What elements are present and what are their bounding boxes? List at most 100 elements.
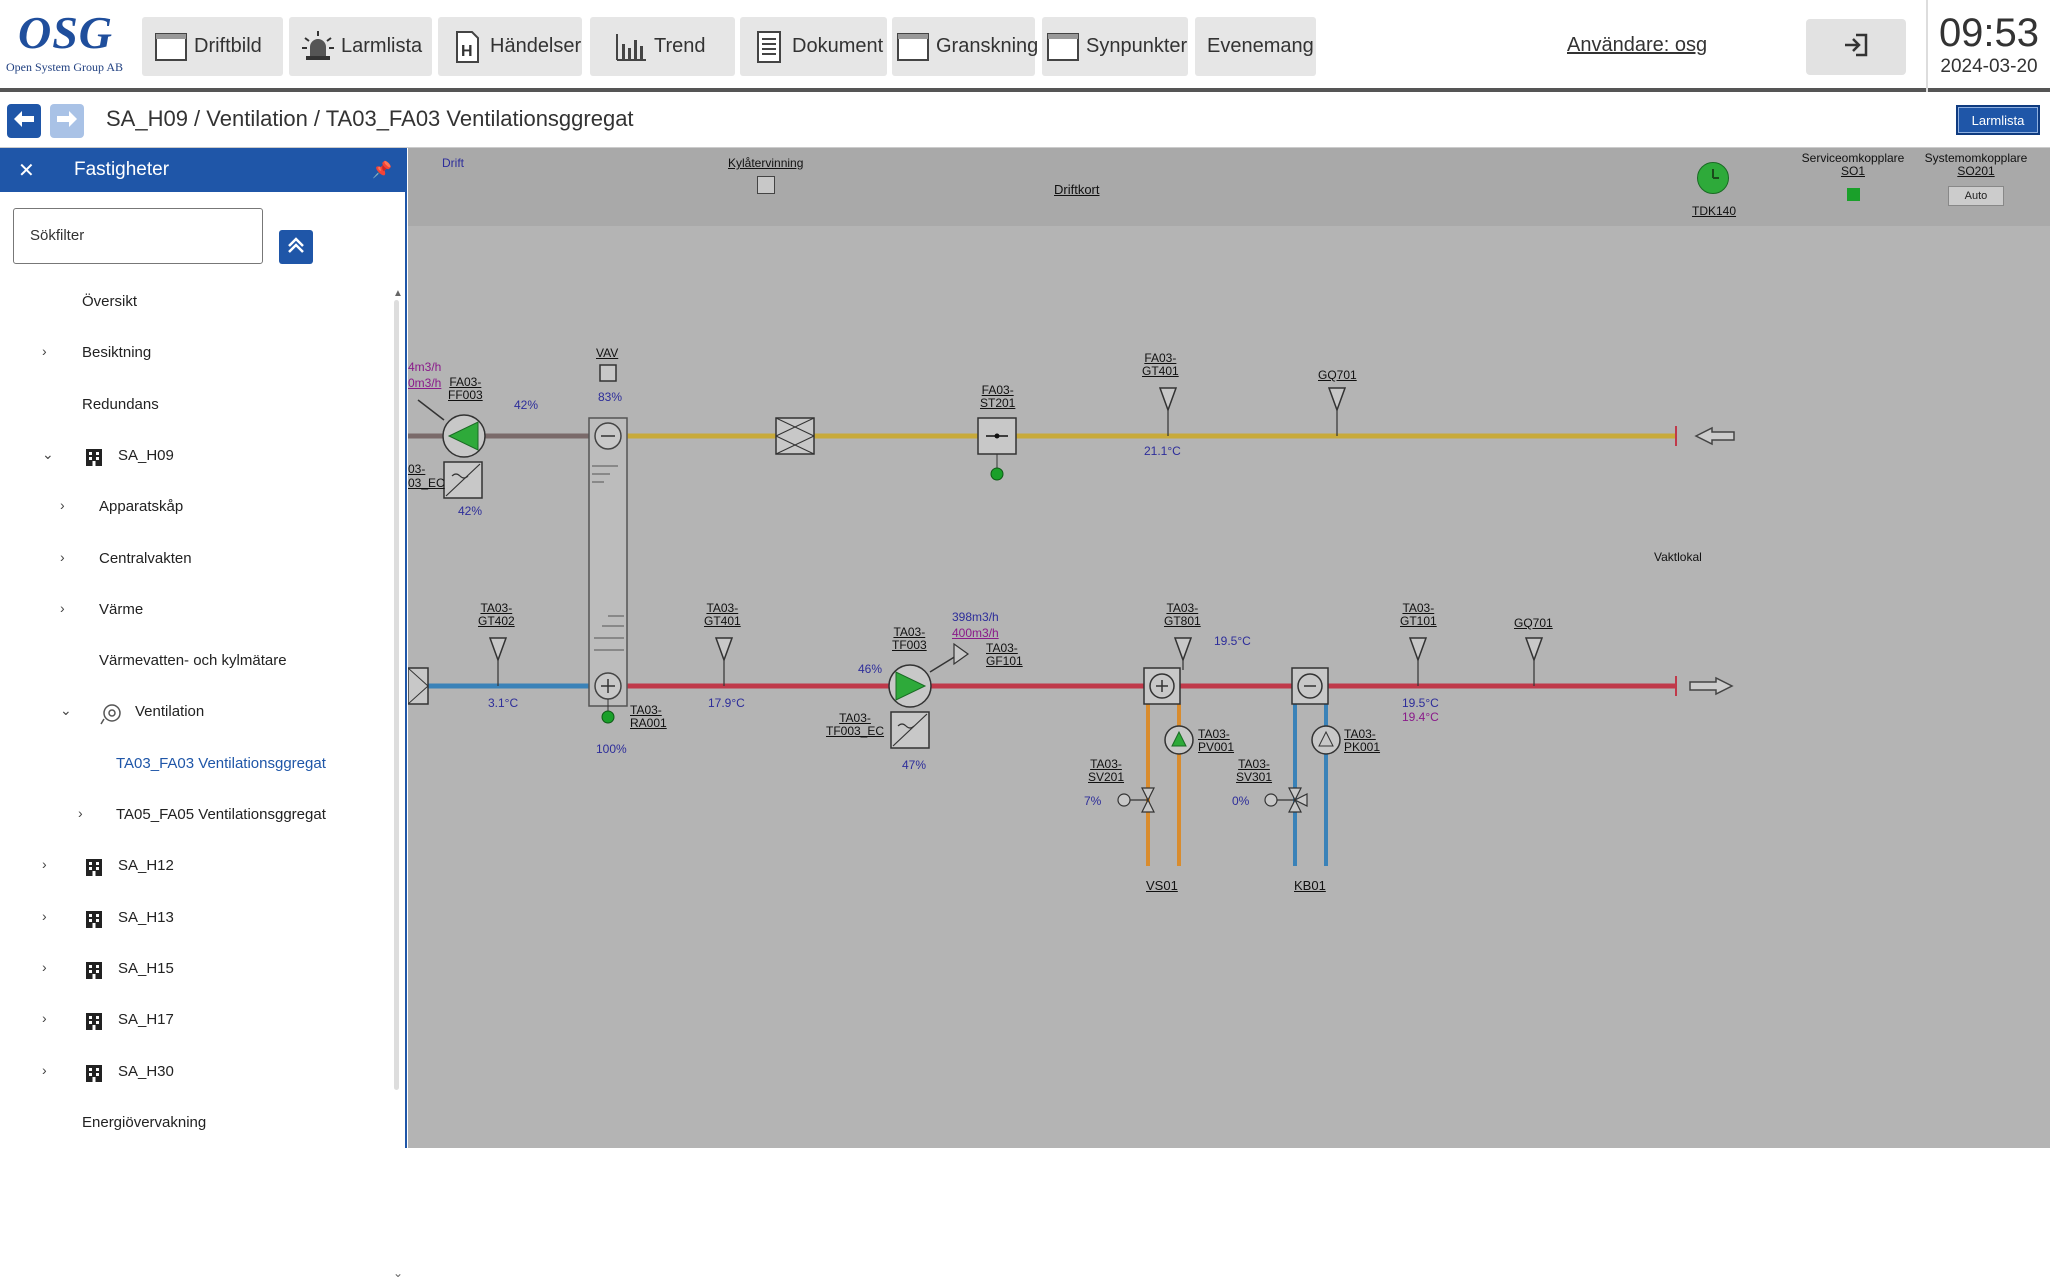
top-toolbar: OSG Open System Group AB Driftbild Larml…	[0, 0, 2050, 92]
chevron-right-icon[interactable]: ›	[42, 1061, 47, 1078]
diagram-header-strip	[408, 148, 2050, 226]
double-chevron-up-icon	[285, 234, 307, 261]
osg-logo[interactable]: OSG Open System Group AB	[6, 8, 141, 78]
search-input[interactable]: Sökfilter	[13, 208, 263, 264]
scrollbar-track[interactable]	[394, 300, 399, 1090]
sidebar-item[interactable]: ›Besiktning	[0, 333, 390, 373]
nav-granskning-button[interactable]: Granskning	[892, 17, 1038, 76]
sidebar-item[interactable]: ›Centralvakten	[0, 539, 390, 579]
nav-handelser-button[interactable]: H Händelser	[438, 17, 582, 76]
ff003-flow-setpoint[interactable]: 0m3/h	[408, 376, 442, 390]
vs01-label[interactable]: VS01	[1146, 878, 1178, 893]
gt101-label[interactable]: TA03- GT101	[1400, 601, 1437, 628]
sidebar-item[interactable]: ›Värme	[0, 590, 390, 630]
gt801-label[interactable]: TA03- GT801	[1164, 601, 1201, 628]
sidebar-item[interactable]: › SA_H17	[0, 1000, 390, 1040]
chevron-down-icon[interactable]: ⌄	[42, 445, 54, 462]
back-button[interactable]	[7, 104, 41, 138]
chevron-right-icon[interactable]: ›	[42, 1010, 47, 1027]
nav-synpunkter-button[interactable]: Synpunkter	[1042, 17, 1188, 76]
sidebar-item[interactable]: ›SA_H15	[0, 949, 390, 989]
gq701-bot-label[interactable]: GQ701	[1514, 616, 1553, 630]
sidebar-item[interactable]: ›SA_H13	[0, 898, 390, 938]
building-icon	[84, 447, 104, 471]
driftkort-link[interactable]: Driftkort	[1054, 182, 1100, 197]
sidebar-item[interactable]: Redundans	[0, 385, 390, 425]
service-switch-tag[interactable]: SO1	[1840, 164, 1865, 178]
pk001-label[interactable]: TA03- PK001	[1344, 727, 1381, 754]
user-link[interactable]: Användare: osg	[1567, 34, 1708, 56]
ff003-ec-label[interactable]: 03- 03_EC	[408, 462, 445, 490]
gt401-fa-label[interactable]: FA03- GT401	[1142, 351, 1179, 378]
nav-label: Larmlista	[341, 35, 423, 57]
logout-button[interactable]	[1806, 19, 1906, 75]
tdk-label[interactable]: TDK140	[1692, 204, 1737, 218]
sv301-label[interactable]: TA03- SV301	[1236, 757, 1273, 784]
sidebar-item-label: SA_H09	[118, 446, 174, 464]
fan-icon	[100, 703, 122, 729]
st201-label[interactable]: FA03- ST201	[980, 383, 1016, 410]
kb01-label[interactable]: KB01	[1294, 878, 1326, 893]
sidebar-scrollbar[interactable]: ▲ ⌄	[393, 288, 403, 1280]
clock-schedule-icon[interactable]	[1697, 162, 1729, 194]
event-log-icon: H	[450, 30, 484, 64]
sidebar-item[interactable]: ›TA05_FA05 Ventilationsggregat	[0, 795, 390, 835]
sidebar-item[interactable]: Översikt	[0, 282, 390, 322]
nav-label: Trend	[654, 35, 706, 57]
nav-larmlista-button[interactable]: Larmlista	[289, 17, 432, 76]
chevron-right-icon[interactable]: ›	[42, 907, 47, 924]
ventilation-diagram: Drift Kylåtervinning Driftkort TDK140 Se…	[408, 148, 2050, 1148]
sidebar-item[interactable]: ⌄Ventilation	[0, 692, 390, 732]
system-mode-box[interactable]: Auto	[1948, 186, 2004, 206]
chevron-down-icon[interactable]: ⌄	[60, 702, 72, 719]
larmlista-button[interactable]: Larmlista	[1956, 105, 2040, 135]
sidebar-item[interactable]: Värmevatten- och kylmätare	[0, 641, 390, 681]
chevron-right-icon[interactable]: ›	[42, 958, 47, 975]
tf003-flow-setpoint[interactable]: 400m3/h	[952, 626, 999, 640]
vav-label[interactable]: VAV	[596, 346, 619, 360]
tf003-ec-label[interactable]: TA03- TF003_EC	[826, 711, 885, 738]
sidebar-item[interactable]: TA03_FA03 Ventilationsggregat	[0, 744, 390, 784]
ra001-label[interactable]: TA03- RA001	[630, 703, 667, 730]
chevron-right-icon[interactable]: ›	[42, 343, 47, 360]
gt402-label[interactable]: TA03- GT402	[478, 601, 515, 628]
chevron-right-icon[interactable]: ›	[60, 497, 65, 514]
sidebar-item[interactable]: ›SA_H12	[0, 846, 390, 886]
nav-evenemang-button[interactable]: Evenemang	[1195, 17, 1316, 76]
sv201-label[interactable]: TA03- SV201	[1088, 757, 1125, 784]
kylatervinning-checkbox[interactable]	[757, 176, 775, 194]
scroll-down-icon[interactable]: ⌄	[393, 1266, 404, 1280]
gf101-label[interactable]: TA03- GF101	[986, 641, 1023, 668]
logo-subtitle: Open System Group AB	[6, 60, 123, 74]
sidebar-item[interactable]: Energiövervakning	[0, 1103, 390, 1143]
sidebar-item[interactable]: ›SA_H30	[0, 1052, 390, 1092]
chevron-right-icon[interactable]: ›	[42, 856, 47, 873]
chevron-right-icon[interactable]: ›	[78, 805, 83, 821]
chevron-right-icon[interactable]: ›	[60, 548, 65, 565]
pin-icon[interactable]: 📌	[372, 162, 392, 179]
nav-trend-button[interactable]: Trend	[590, 17, 735, 76]
gt401-ta-label[interactable]: TA03- GT401	[704, 601, 741, 628]
system-switch-tag[interactable]: SO201	[1957, 164, 1995, 178]
sidebar-item[interactable]: ⌄ SA_H09	[0, 436, 390, 476]
trend-chart-icon	[614, 30, 648, 64]
chevron-right-icon[interactable]: ›	[60, 599, 65, 616]
forward-button[interactable]	[50, 104, 84, 138]
st201-status-indicator	[990, 467, 1004, 481]
pv001-label[interactable]: TA03- PV001	[1198, 727, 1235, 754]
gt801-value: 19.5°C	[1214, 634, 1251, 648]
kylatervinning-label[interactable]: Kylåtervinning	[728, 156, 804, 170]
nav-driftbild-button[interactable]: Driftbild	[142, 17, 283, 76]
close-icon[interactable]: ✕	[18, 160, 35, 182]
tf003-label[interactable]: TA03- TF003	[892, 625, 927, 652]
collapse-all-button[interactable]	[279, 230, 313, 264]
ff003-label[interactable]: FA03- FF003	[448, 375, 483, 402]
sidebar-item[interactable]: ›Apparatskåp	[0, 487, 390, 527]
sv201-percent: 7%	[1084, 794, 1102, 808]
nav-dokument-button[interactable]: Dokument	[740, 17, 887, 76]
sv301-valve-icon	[1264, 787, 1308, 813]
sidebar-item-label: SA_H17	[118, 1011, 174, 1029]
gq701-top-label[interactable]: GQ701	[1318, 368, 1357, 382]
sv201-valve-icon	[1117, 787, 1155, 813]
scroll-up-icon[interactable]: ▲	[393, 288, 403, 299]
